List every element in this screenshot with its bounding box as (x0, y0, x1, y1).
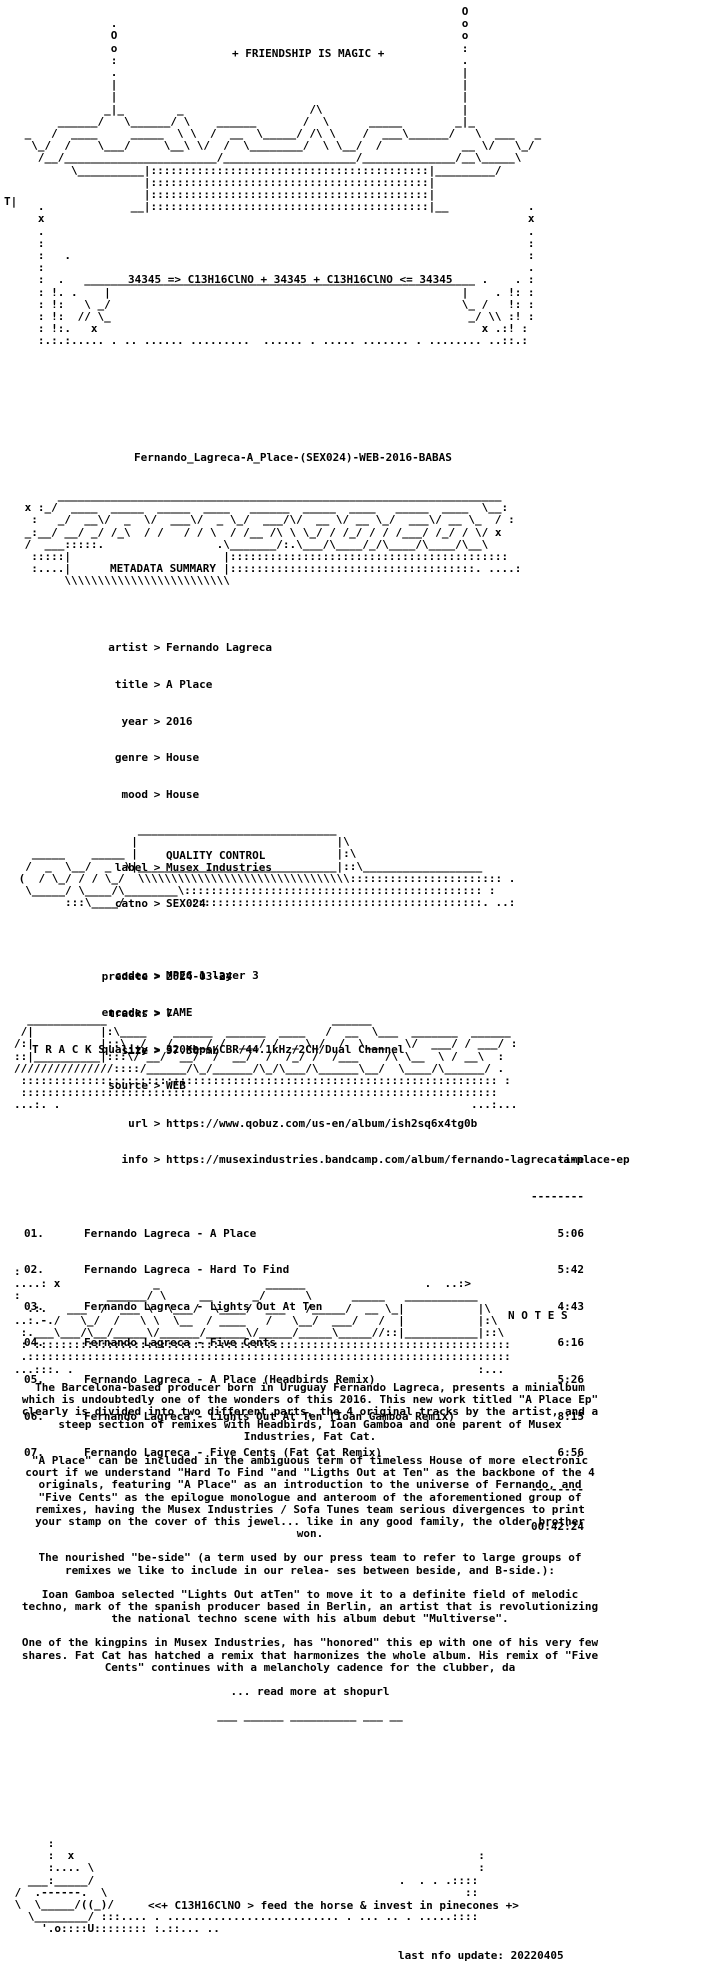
metadata-section-title: METADATA SUMMARY (110, 562, 216, 575)
track-list-total: 00:42:24 (531, 1519, 584, 1533)
track-list-header: time (557, 1153, 585, 1167)
notes-paragraph: The Barcelona-based producer born in Uru… (21, 1381, 599, 1443)
metadata-logo-art: ________________________________________… (24, 489, 522, 588)
header-title: + FRIENDSHIP IS MAGIC + (232, 47, 385, 60)
release-name: Fernando_Lagreca-A_Place-(SEX024)-WEB-20… (134, 451, 452, 464)
quality-row-encoder: encoder>LAME (101, 1006, 193, 1020)
metadata-row-genre: genre>House (114, 751, 200, 765)
tracks-logo-art: ____________ ______ /| |:\____ ______ __… (14, 1013, 518, 1112)
quality-row-source: source>WEB (108, 1079, 186, 1093)
tracks-section-title: T R A C K S (32, 1043, 105, 1056)
notes-paragraph: One of the kingpins in Musex Industries,… (21, 1636, 599, 1674)
notes-logo-art: : ....: x _ ______ . ..:> : ______/ \ __… (14, 1265, 511, 1376)
metadata-row-label: label>Musex Industries (114, 860, 272, 874)
metadata-row-info: info>https://musexindustries.bandcamp.co… (121, 1153, 630, 1167)
notes-paragraph: The nourished "be-side" (a term used by … (38, 1551, 582, 1577)
notes-body: The Barcelona-based producer born in Uru… (20, 1381, 600, 1734)
metadata-row-size: size>97.30 mb (121, 1043, 219, 1057)
track-list-total-rule: -------- (531, 1482, 584, 1496)
track-row: 06.Fernando Lagreca - Lights Out At Ten … (24, 1409, 584, 1423)
track-row: 05.Fernando Lagreca - A Place (Headbirds… (24, 1373, 584, 1387)
metadata-row-catno: catno>SEX024 (114, 897, 206, 911)
header-ascii-art: O . o O o o (24, 5, 542, 348)
metadata-row-artist: artist>Fernando Lagreca (108, 641, 272, 655)
metadata-row-tracks: tracks>7 (108, 1007, 173, 1021)
quality-row-quality: quality>320Kbps/CBR/44.1kHz/2CH/Dual Cha… (101, 1042, 405, 1056)
side-mark: T| (4, 195, 18, 208)
qobuz-link[interactable]: https://www.qobuz.com/us-en/album/ish2sq… (166, 1116, 478, 1130)
metadata-list: artist>Fernando Lagreca title>A Place ye… (56, 618, 630, 1179)
metadata-row-url: url>https://www.qobuz.com/us-en/album/is… (128, 1116, 478, 1130)
footer-tagline: <<+ C13H16ClNO > feed the horse & invest… (148, 1899, 519, 1912)
track-row: 07.Fernando Lagreca - Five Cents (Fat Ca… (24, 1446, 584, 1460)
read-more-link[interactable]: ... read more at shopurl (230, 1685, 390, 1699)
quality-list: codec>MPEG 1 layer 3 encoder>LAME qualit… (56, 946, 405, 1105)
quality-section-title: QUALITY CONTROL (166, 849, 266, 862)
track-list: time -------- 01.Fernando Lagreca - A Pl… (24, 1130, 584, 1545)
notes-paragraph: Ioan Gamboa selected "Lights Out atTen" … (21, 1587, 599, 1626)
notes-paragraph: "A Place" can be included in the ambiguo… (25, 1454, 595, 1541)
bandcamp-link[interactable]: https://musexindustries.bandcamp.com/alb… (166, 1153, 630, 1167)
metadata-row-year: year>2016 (121, 714, 193, 728)
quality-logo-art: ______________________________ | |\ ____… (18, 823, 516, 910)
notes-section-title: N O T E S (508, 1309, 568, 1322)
last-update: last nfo update: 20220405 (398, 1949, 564, 1962)
footer-art: : : x : :.... \ : ___:_____/ (14, 1837, 485, 1936)
metadata-row-predate: predate>2024-03-24 (101, 970, 233, 984)
metadata-row-mood: mood>House (121, 787, 200, 801)
quality-row-codec: codec>MPEG 1 layer 3 (114, 969, 259, 983)
header-formula: 34345 => C13H16ClNO + 34345 + C13H16ClNO… (128, 273, 453, 286)
track-list-header-rule: -------- (531, 1190, 584, 1204)
metadata-row-title: title>A Place (114, 678, 213, 692)
read-more-rule: ___ ______ __________ ___ __ (217, 1709, 403, 1723)
